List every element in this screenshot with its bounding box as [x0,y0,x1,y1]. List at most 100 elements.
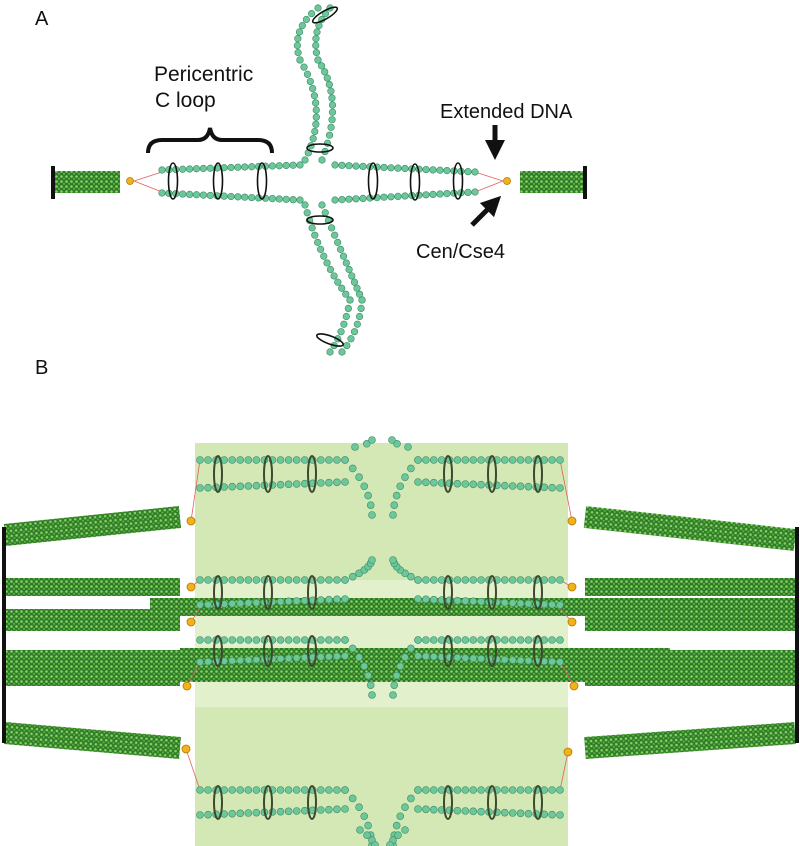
bead [284,654,293,663]
bead [414,456,422,464]
cohesin-ring [307,455,317,493]
bead [548,456,556,464]
bead [328,101,337,109]
bead [309,84,317,93]
bead [318,201,326,209]
bead [333,786,341,794]
bead [404,443,412,451]
bead [325,805,333,814]
bead [236,576,245,584]
bead [294,49,302,57]
bead [436,190,444,198]
bead [348,794,357,803]
kinetochore [186,516,196,526]
bead [276,576,285,584]
bead [325,595,333,604]
bead [317,636,325,644]
bead [469,576,478,584]
bead [422,636,430,644]
bead [338,348,346,356]
bead [325,636,333,644]
tether [133,180,163,193]
extended-dna-label: Extended DNA [440,101,573,123]
bead [306,77,314,86]
bead [500,456,509,464]
bead [234,193,242,201]
cen-cse4-label: Cen/Cse4 [416,241,505,263]
bead [477,576,485,584]
microtubule [5,609,180,631]
bead [443,190,451,198]
bead [461,597,470,605]
bead [196,601,204,609]
bead [477,654,485,663]
bead [338,161,346,169]
bead [317,576,325,584]
tethers [133,171,575,791]
bead [471,188,479,196]
bead [244,809,253,817]
bead [524,786,533,794]
bead [500,576,509,584]
bead [477,807,485,816]
bead [429,636,438,644]
bead [295,28,304,36]
panel-b-label: B [35,357,49,379]
bead [204,786,212,794]
bead [276,654,285,663]
bead [556,636,564,644]
bead [341,636,349,644]
cohesin-ring [256,162,268,200]
bead [310,92,319,100]
bead [342,290,350,298]
bead [407,572,415,581]
bead [248,193,256,202]
kinetochore [126,177,134,185]
cohesin-ring [213,785,223,820]
cohesin-ring [487,455,497,493]
bead [357,304,365,313]
tether [474,171,504,182]
bead [334,238,342,246]
bead [325,786,333,794]
bead [380,163,388,172]
bead [380,193,388,201]
bead [317,456,325,464]
bead [464,188,472,196]
bead [312,49,321,57]
bead [516,656,525,665]
bead [196,811,204,819]
bead [318,156,326,164]
bead [228,786,237,794]
bead [401,192,409,200]
bead [284,597,293,606]
bead [556,811,564,819]
bead [355,653,363,662]
bead [333,636,341,644]
cohesin-ring [306,215,334,225]
panel-a-label: A [35,8,49,30]
cohesin-ring [409,163,421,201]
bead [407,464,415,473]
cohesin-ring [533,455,543,493]
cohesin-ring [213,455,223,493]
bead [347,335,355,343]
bead [401,653,409,662]
bead [252,636,261,644]
bead [429,652,438,661]
microtubule [584,722,796,759]
bead [338,196,346,204]
microtubule [583,506,797,551]
cohesin-ring [367,162,379,200]
bead [422,805,430,814]
bead [333,456,341,464]
bead [341,805,349,813]
pericentric-brace [146,127,274,154]
microtubule [55,171,120,193]
bead [548,576,556,584]
bead [508,656,517,664]
bead [333,595,341,604]
bead [276,807,285,816]
bead [330,272,338,280]
